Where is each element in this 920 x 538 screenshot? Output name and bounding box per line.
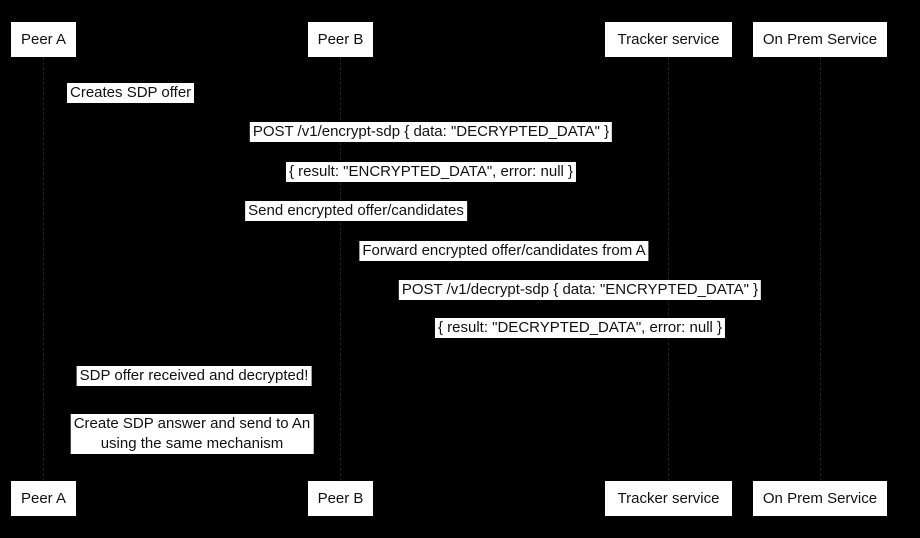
participant-box-on-prem-service-bottom: On Prem Service [753, 481, 887, 516]
participant-box-peer-a-bottom: Peer A [11, 481, 76, 516]
participant-box-peer-a-top: Peer A [11, 22, 76, 57]
message-encrypt-result: { result: "ENCRYPTED_DATA", error: null … [285, 162, 577, 182]
lifeline-peer-b [340, 57, 341, 481]
participant-box-tracker-service-top: Tracker service [605, 22, 732, 57]
message-post-decrypt-sdp: POST /v1/decrypt-sdp { data: "ENCRYPTED_… [398, 280, 762, 300]
message-send-encrypted-offer: Send encrypted offer/candidates [245, 201, 467, 221]
participant-box-tracker-service-bottom: Tracker service [605, 481, 732, 516]
message-creates-sdp-offer: Creates SDP offer [67, 83, 195, 103]
lifeline-on-prem-service [820, 57, 821, 481]
lifeline-tracker-service [668, 57, 669, 481]
message-create-sdp-answer: Create SDP answer and send to An using t… [70, 414, 314, 454]
participant-box-peer-b-top: Peer B [308, 22, 373, 57]
participant-box-peer-b-bottom: Peer B [308, 481, 373, 516]
lifeline-peer-a [43, 57, 44, 481]
message-decrypt-result: { result: "DECRYPTED_DATA", error: null … [434, 318, 726, 338]
message-sdp-offer-received: SDP offer received and decrypted! [76, 366, 312, 386]
message-post-encrypt-sdp: POST /v1/encrypt-sdp { data: "DECRYPTED_… [249, 122, 613, 142]
message-forward-encrypted-offer: Forward encrypted offer/candidates from … [359, 241, 649, 261]
participant-box-on-prem-service-top: On Prem Service [753, 22, 887, 57]
